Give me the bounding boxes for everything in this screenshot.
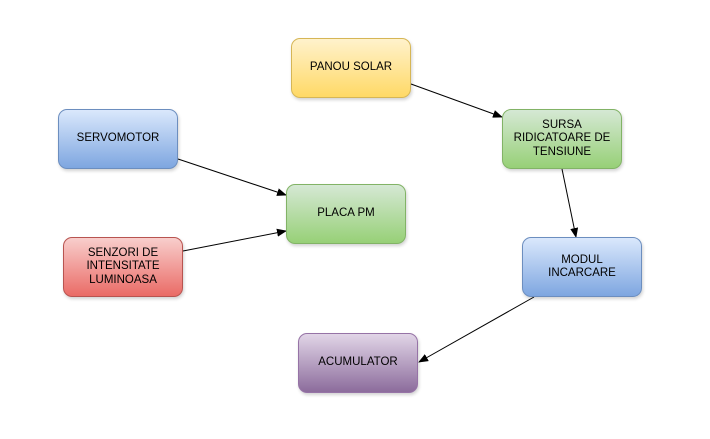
arrow-servomotor-to-placa_pm	[177, 158, 287, 196]
arrow-senzori-to-placa_pm	[182, 228, 287, 252]
arrow-sursa-to-modul	[561, 168, 579, 238]
arrow-modul-to-acumulator	[418, 296, 535, 363]
acumulator-node[interactable]: ACUMULATOR	[298, 333, 418, 393]
sursa-ridicatoare-node[interactable]: SURSA RIDICATOARE DE TENSIUNE	[502, 109, 622, 169]
senzori-node[interactable]: SENZORI DE INTENSITATE LUMINOASA	[63, 237, 183, 297]
panou-solar-node[interactable]: PANOU SOLAR	[291, 38, 411, 98]
modul-incarcare-node[interactable]: MODUL INCARCARE	[522, 237, 642, 297]
servomotor-node[interactable]: SERVOMOTOR	[58, 109, 178, 169]
arrow-panou_solar-to-sursa	[410, 83, 503, 118]
placa-pm-node[interactable]: PLACA PM	[286, 184, 406, 244]
